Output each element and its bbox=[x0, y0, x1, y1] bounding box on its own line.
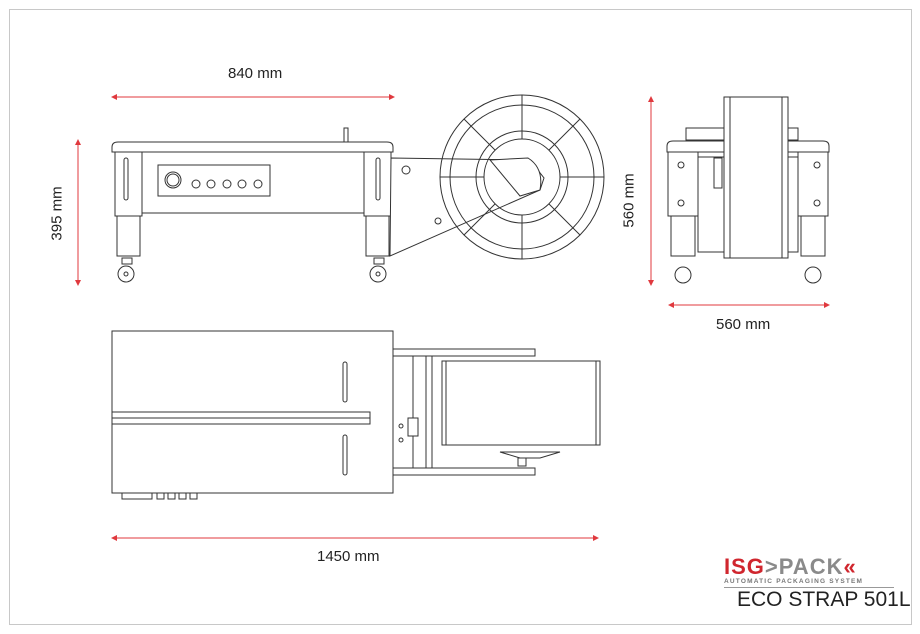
top-view bbox=[111, 330, 601, 500]
dimension-side-height: 560 mm bbox=[620, 173, 638, 228]
logo-pack: PACK bbox=[778, 554, 844, 579]
model-name: ECO STRAP 501L bbox=[737, 588, 911, 611]
dimension-lines bbox=[75, 94, 830, 541]
front-view bbox=[111, 94, 605, 283]
brand-logo: ISG>PACK« AUTOMATIC PACKAGING SYSTEM bbox=[724, 556, 894, 588]
dimension-front-height: 395 mm bbox=[48, 186, 66, 241]
logo-isg: ISG bbox=[724, 554, 765, 579]
drawing-frame bbox=[9, 9, 912, 625]
dimension-side-width: 560 mm bbox=[716, 316, 771, 333]
logo-tagline: AUTOMATIC PACKAGING SYSTEM bbox=[724, 578, 894, 588]
dimension-top-length: 1450 mm bbox=[317, 548, 380, 565]
dimension-front-width: 840 mm bbox=[228, 65, 283, 82]
side-view bbox=[666, 96, 830, 284]
